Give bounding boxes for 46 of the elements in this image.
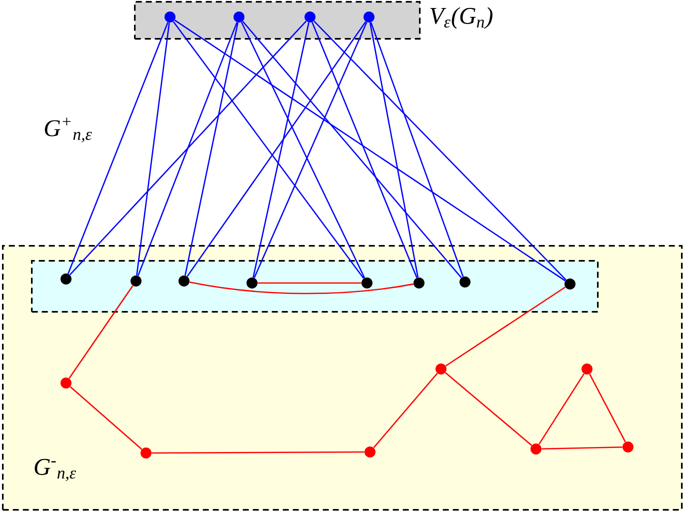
vertex-dot — [414, 278, 424, 288]
graph-edge — [312, 22, 418, 278]
graph-edge — [70, 386, 142, 450]
graph-edge — [258, 282, 362, 284]
math-label: V$_{ε}$(G$_{n}$) — [430, 7, 492, 29]
vertex-dot — [234, 12, 244, 22]
vertex-dot — [164, 12, 176, 22]
graph-edge — [370, 22, 464, 277]
graph-edge — [152, 451, 364, 454]
vertex-dot — [364, 12, 374, 22]
vertex-dot — [564, 278, 576, 290]
graph-edge — [538, 373, 584, 445]
dashed-box — [31, 260, 599, 313]
graph-edge — [373, 372, 438, 448]
vertex-dot — [622, 442, 634, 452]
graph-edge — [369, 22, 419, 278]
vertex-dot — [60, 274, 72, 284]
graph-edge — [136, 22, 170, 276]
vertex-dot — [130, 276, 142, 286]
graph-edge — [137, 22, 238, 276]
graph-edge — [242, 20, 462, 278]
vertex-dot — [362, 278, 372, 288]
graph-edge — [445, 286, 566, 366]
math-label: G$^{+}$n,ε — [44, 118, 92, 142]
vertex-dot — [436, 364, 446, 374]
vertex-dot — [460, 276, 470, 288]
graph-edge — [68, 22, 168, 274]
graph-edge — [174, 20, 566, 282]
graph-edge — [444, 372, 532, 446]
vertex-dot — [304, 12, 316, 22]
vertex-dot — [530, 444, 542, 454]
vertex-dot — [178, 276, 190, 286]
graph-edge — [314, 20, 566, 280]
vertex-dot — [364, 446, 376, 458]
vertex-dot — [582, 364, 592, 374]
graph-edge — [68, 285, 134, 379]
graph-edge — [542, 446, 622, 450]
graph-edge — [252, 22, 310, 278]
vertex-dot — [246, 278, 258, 288]
graph-edge — [589, 374, 626, 442]
graph-edge — [69, 20, 307, 276]
vertex-dot — [60, 378, 72, 388]
graph-edge — [189, 282, 414, 294]
math-label: G$^{-}$n,ε — [34, 458, 76, 482]
vertex-dot — [140, 448, 152, 458]
graph-edge — [184, 22, 238, 276]
